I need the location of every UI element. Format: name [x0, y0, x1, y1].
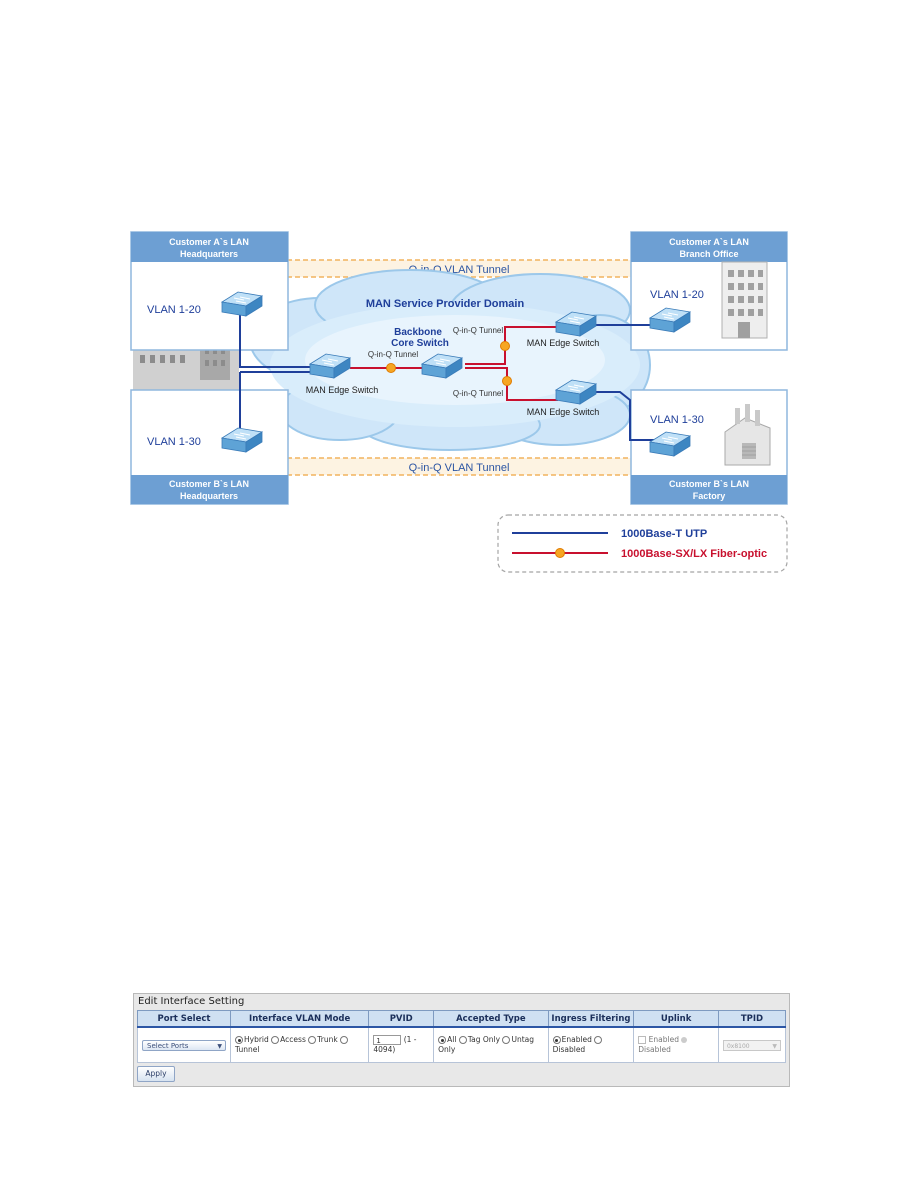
- edge-left-label: MAN Edge Switch: [306, 385, 379, 395]
- uplink-enabled-checkbox[interactable]: [638, 1036, 647, 1044]
- col-header-pvid: PVID: [368, 1010, 435, 1028]
- table-row: Select Ports▼ Hybrid Access Trunk Tunnel…: [137, 1026, 787, 1063]
- legend-utp-label: 1000Base-T UTP: [621, 528, 707, 540]
- svg-text:Headquarters: Headquarters: [180, 249, 238, 259]
- qinq-left-label: Q-in-Q Tunnel: [368, 350, 418, 359]
- svg-text:Customer A`s LAN: Customer A`s LAN: [169, 237, 249, 247]
- factory-image: [724, 404, 771, 466]
- radio-trunk[interactable]: [308, 1036, 317, 1044]
- pvid-input[interactable]: 1: [373, 1035, 402, 1045]
- cell-uplink: Enabled Disabled: [633, 1026, 719, 1063]
- cell-vlan-mode: Hybrid Access Trunk Tunnel: [229, 1026, 370, 1063]
- col-header-ingress-filtering: Ingress Filtering: [547, 1010, 635, 1028]
- radio-accept-all[interactable]: [438, 1036, 447, 1044]
- qinq-top-label: Q-in-Q Tunnel: [453, 326, 503, 335]
- edge-top-right-label: MAN Edge Switch: [527, 338, 600, 348]
- domain-title: MAN Service Provider Domain: [366, 298, 525, 310]
- interface-setting-table: Port Select Interface VLAN Mode PVID Acc…: [137, 1010, 787, 1063]
- tunnel-band-bottom: Q-in-Q VLAN Tunnel: [287, 457, 632, 476]
- office-building-image: [721, 261, 768, 339]
- svg-text:Customer A`s LAN: Customer A`s LAN: [669, 237, 749, 247]
- box-customer-a-hq: Customer A`s LAN Headquarters VLAN 1-20: [130, 231, 289, 351]
- svg-text:Factory: Factory: [693, 491, 726, 501]
- col-header-accepted-type: Accepted Type: [433, 1010, 549, 1028]
- svg-text:Customer B`s LAN: Customer B`s LAN: [169, 479, 249, 489]
- tpid-select: 0x8100▼: [722, 1039, 781, 1051]
- core-switch-label-2: Core Switch: [391, 338, 449, 349]
- fiber-connector-icons: [386, 341, 512, 386]
- box-customer-a-branch: Customer A`s LAN Branch Office VLAN 1-20: [630, 231, 788, 351]
- svg-text:Headquarters: Headquarters: [180, 491, 238, 501]
- col-header-tpid: TPID: [717, 1010, 787, 1028]
- cell-accepted-type: All Tag Only Untag Only: [433, 1026, 549, 1063]
- svg-text:Branch Office: Branch Office: [679, 249, 738, 259]
- table-header-row: Port Select Interface VLAN Mode PVID Acc…: [137, 1010, 787, 1028]
- col-header-port-select: Port Select: [137, 1010, 231, 1028]
- legend-fiber-label: 1000Base-SX/LX Fiber-optic: [621, 548, 767, 560]
- fiber-connector-icon: [555, 548, 565, 558]
- utp-links: [239, 310, 670, 441]
- col-header-vlan-mode: Interface VLAN Mode: [229, 1010, 370, 1028]
- chevron-down-icon: ▼: [772, 1042, 777, 1050]
- radio-tag-only[interactable]: [458, 1036, 467, 1044]
- tunnel-bottom-label: Q-in-Q VLAN Tunnel: [409, 462, 510, 474]
- svg-text:Customer B`s LAN: Customer B`s LAN: [669, 479, 749, 489]
- chevron-down-icon: ▼: [217, 1042, 222, 1050]
- qinq-network-diagram: Q-in-Q VLAN Tunnel Q-in-Q VLAN Tunnel: [130, 231, 788, 573]
- vlan-label-b-factory: VLAN 1-30: [650, 414, 704, 426]
- legend: 1000Base-T UTP 1000Base-SX/LX Fiber-opti…: [497, 514, 788, 573]
- help-icon: [681, 1037, 688, 1043]
- qinq-bottom-label: Q-in-Q Tunnel: [453, 389, 503, 398]
- radio-hybrid[interactable]: [235, 1036, 243, 1044]
- col-header-uplink: Uplink: [633, 1010, 719, 1028]
- radio-access[interactable]: [271, 1036, 280, 1044]
- cell-ingress-filtering: Enabled Disabled: [547, 1026, 635, 1063]
- edit-interface-panel: Edit Interface Setting Port Select Inter…: [133, 993, 790, 1087]
- radio-tunnel[interactable]: [340, 1036, 349, 1044]
- vlan-label-a-hq: VLAN 1-20: [147, 304, 201, 316]
- box-customer-b-hq: Customer B`s LAN Headquarters VLAN 1-30: [130, 389, 289, 505]
- radio-ingress-enabled[interactable]: [552, 1036, 561, 1044]
- panel-title: Edit Interface Setting: [138, 996, 245, 1007]
- radio-ingress-disabled[interactable]: [594, 1036, 603, 1044]
- pvid-range: (1 - 4094): [373, 1035, 417, 1054]
- cell-tpid: 0x8100▼: [717, 1026, 787, 1063]
- edge-bottom-right-label: MAN Edge Switch: [527, 407, 600, 417]
- cell-pvid: 1 (1 - 4094): [368, 1026, 435, 1063]
- port-select-dropdown[interactable]: Select Ports▼: [142, 1039, 226, 1051]
- vlan-label-b-hq: VLAN 1-30: [147, 436, 201, 448]
- cell-port-select: Select Ports▼: [137, 1026, 231, 1063]
- vlan-label-a-branch: VLAN 1-20: [650, 289, 704, 301]
- core-switch-label-1: Backbone: [394, 327, 442, 338]
- radio-untag-only[interactable]: [502, 1036, 511, 1044]
- apply-button[interactable]: Apply: [137, 1066, 175, 1082]
